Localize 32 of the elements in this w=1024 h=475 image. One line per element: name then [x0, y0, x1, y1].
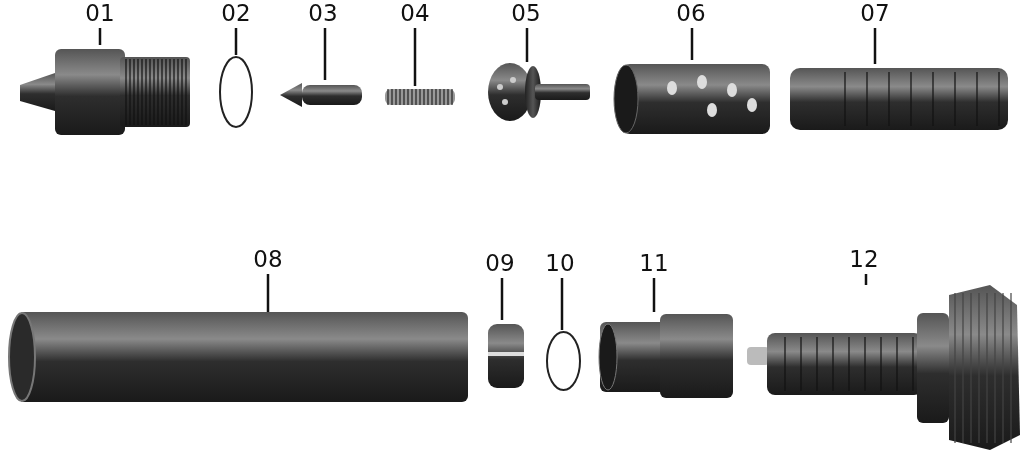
- leader-line: [323, 28, 327, 80]
- callout-number: 04: [393, 0, 437, 28]
- callout-number: 07: [853, 0, 897, 28]
- o-ring: [545, 330, 582, 392]
- leader-line: [500, 278, 504, 320]
- drill-bit-drawing: [745, 285, 1020, 450]
- spring-drawing: [385, 86, 455, 108]
- chuck-drawing: [598, 312, 735, 400]
- callout-number: 02: [214, 0, 258, 28]
- leader-line: [560, 278, 564, 330]
- callout-number: 10: [538, 250, 582, 278]
- pin-drawing: [280, 80, 362, 110]
- callout-number: 03: [301, 0, 345, 28]
- valve-drawing: [485, 62, 590, 122]
- leader-line: [873, 28, 877, 64]
- leader-line: [525, 28, 529, 62]
- leader-line: [98, 28, 102, 45]
- callout-number: 08: [243, 246, 293, 274]
- leader-line: [864, 274, 868, 285]
- leader-line: [413, 28, 417, 86]
- callout-number: 01: [78, 0, 122, 28]
- outer-tube-drawing: [8, 312, 470, 402]
- callout-number: 06: [669, 0, 713, 28]
- leader-line: [690, 28, 694, 60]
- callout-number: 11: [632, 250, 676, 278]
- leader-line: [266, 274, 270, 312]
- o-ring: [218, 55, 254, 129]
- callout-number: 05: [504, 0, 548, 28]
- leader-line: [234, 28, 238, 55]
- callout-number: 09: [478, 250, 522, 278]
- leader-line: [652, 278, 656, 312]
- callout-number: 12: [842, 246, 886, 274]
